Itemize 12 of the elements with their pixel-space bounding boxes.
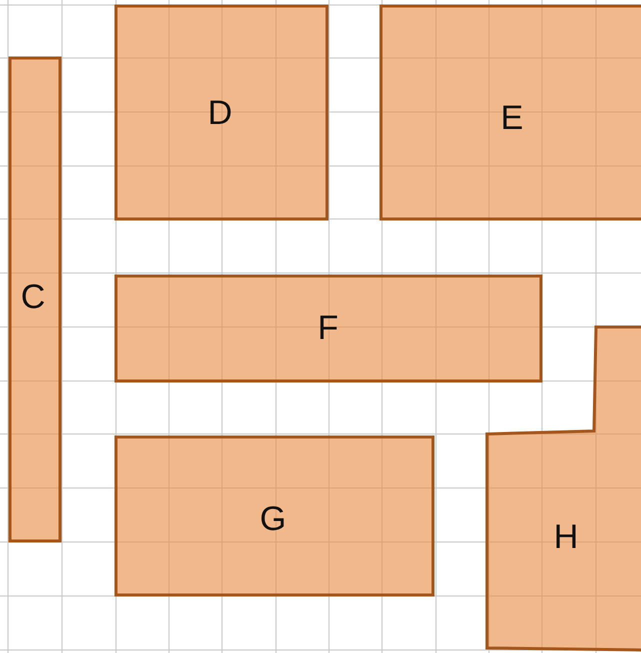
region-label: G	[260, 502, 286, 536]
region-block	[116, 276, 541, 381]
region-label: D	[208, 96, 232, 130]
region-label: C	[20, 280, 46, 314]
region-block	[116, 6, 327, 219]
region-label: F	[318, 311, 338, 345]
region-label: H	[554, 520, 578, 554]
region-block	[10, 58, 60, 541]
region-label: E	[500, 101, 524, 135]
region-block	[116, 437, 433, 595]
region-block	[381, 6, 641, 219]
region-block	[487, 327, 641, 650]
